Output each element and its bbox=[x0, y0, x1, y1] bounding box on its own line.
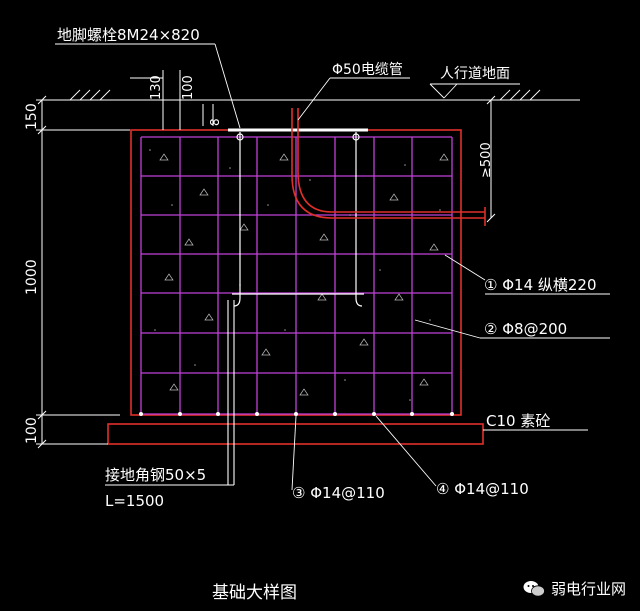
cable-pipe bbox=[291, 108, 486, 226]
dim-500-label: ≥500 bbox=[479, 142, 494, 178]
wechat-icon bbox=[523, 580, 545, 598]
length-label: L=1500 bbox=[105, 492, 164, 510]
dim-1000-label: 1000 bbox=[24, 259, 40, 295]
rebar-grid bbox=[140, 136, 453, 415]
dim-130-label: 130 bbox=[149, 75, 164, 100]
drawing-caption: 基础大样图 bbox=[212, 583, 297, 603]
anchor-bolts bbox=[228, 128, 368, 307]
cable-pipe-label: Φ50电缆管 bbox=[332, 62, 403, 78]
left-dimension bbox=[36, 95, 130, 449]
dim-150-label: 150 bbox=[24, 103, 40, 130]
rebar-note-1: ① Φ14 纵横220 bbox=[484, 276, 597, 294]
rebar-note-3: ③ Φ14@110 bbox=[292, 484, 385, 502]
c10-label: C10 素砼 bbox=[486, 412, 550, 430]
ground-surface bbox=[40, 89, 580, 101]
rebar-note-2: ② Φ8@200 bbox=[484, 320, 567, 338]
bottom-rebar-dots bbox=[139, 412, 454, 416]
grounding-angle-steel bbox=[227, 300, 235, 485]
concrete-dots bbox=[149, 149, 441, 401]
concrete-texture bbox=[159, 153, 449, 396]
grounding-steel-label: 接地角钢50×5 bbox=[105, 466, 206, 484]
right-dimension-500 bbox=[480, 95, 500, 223]
rebar-note-4: ④ Φ14@110 bbox=[436, 480, 529, 498]
anchor-bolt-label: 地脚螺栓8M24×820 bbox=[57, 26, 200, 44]
leader-lines bbox=[55, 43, 610, 491]
top-small-dimensions bbox=[130, 70, 214, 130]
sidewalk-ground-label: 人行道地面 bbox=[440, 66, 510, 82]
dim-100-bottom-label: 100 bbox=[24, 417, 40, 444]
watermark: 弱电行业网 bbox=[523, 578, 626, 599]
dim-8-label: 8 bbox=[208, 118, 222, 126]
dim-100-top-label: 100 bbox=[181, 75, 196, 100]
watermark-text: 弱电行业网 bbox=[550, 580, 626, 598]
